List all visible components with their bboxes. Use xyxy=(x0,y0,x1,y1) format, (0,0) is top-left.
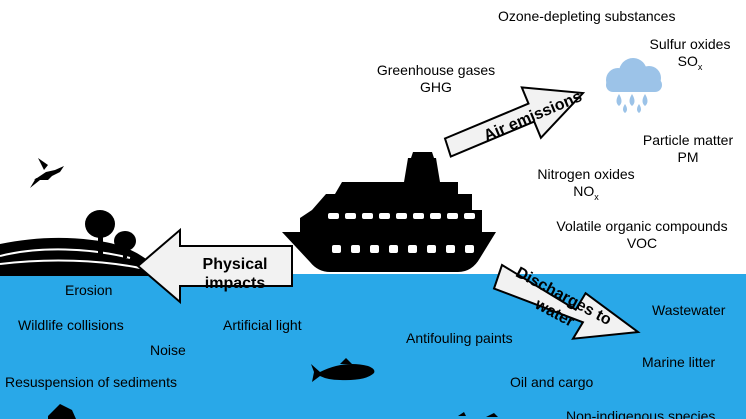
ozone-label: Ozone-depleting substances xyxy=(498,8,676,24)
antifouling-label: Antifouling paints xyxy=(406,330,513,346)
marine-litter-label: Marine litter xyxy=(642,354,716,370)
nis-label: Non-indigenous species xyxy=(566,408,716,419)
wastewater-label: Wastewater xyxy=(652,302,726,318)
air-emissions-arrow xyxy=(443,86,586,158)
ghg-label: Greenhouse gases GHG xyxy=(376,62,496,95)
erosion-label: Erosion xyxy=(65,282,113,298)
noise-label: Noise xyxy=(150,342,186,358)
artificial-light-label: Artificial light xyxy=(223,317,302,333)
discharges-arrow xyxy=(492,263,641,340)
sea xyxy=(0,274,746,419)
oil-cargo-label: Oil and cargo xyxy=(510,374,594,390)
wildlife-label: Wildlife collisions xyxy=(18,317,124,333)
resuspension-label: Resuspension of sediments xyxy=(5,374,177,390)
sox-label: Sulfur oxides SOx xyxy=(649,36,731,72)
physical-impacts-label: Physical impacts xyxy=(202,256,268,292)
voc-label: Volatile organic compounds VOC xyxy=(556,218,728,251)
physical-impacts-arrow xyxy=(136,227,293,305)
pm-label: Particle matter PM xyxy=(642,132,734,165)
nox-label: Nitrogen oxides NOx xyxy=(537,166,635,202)
